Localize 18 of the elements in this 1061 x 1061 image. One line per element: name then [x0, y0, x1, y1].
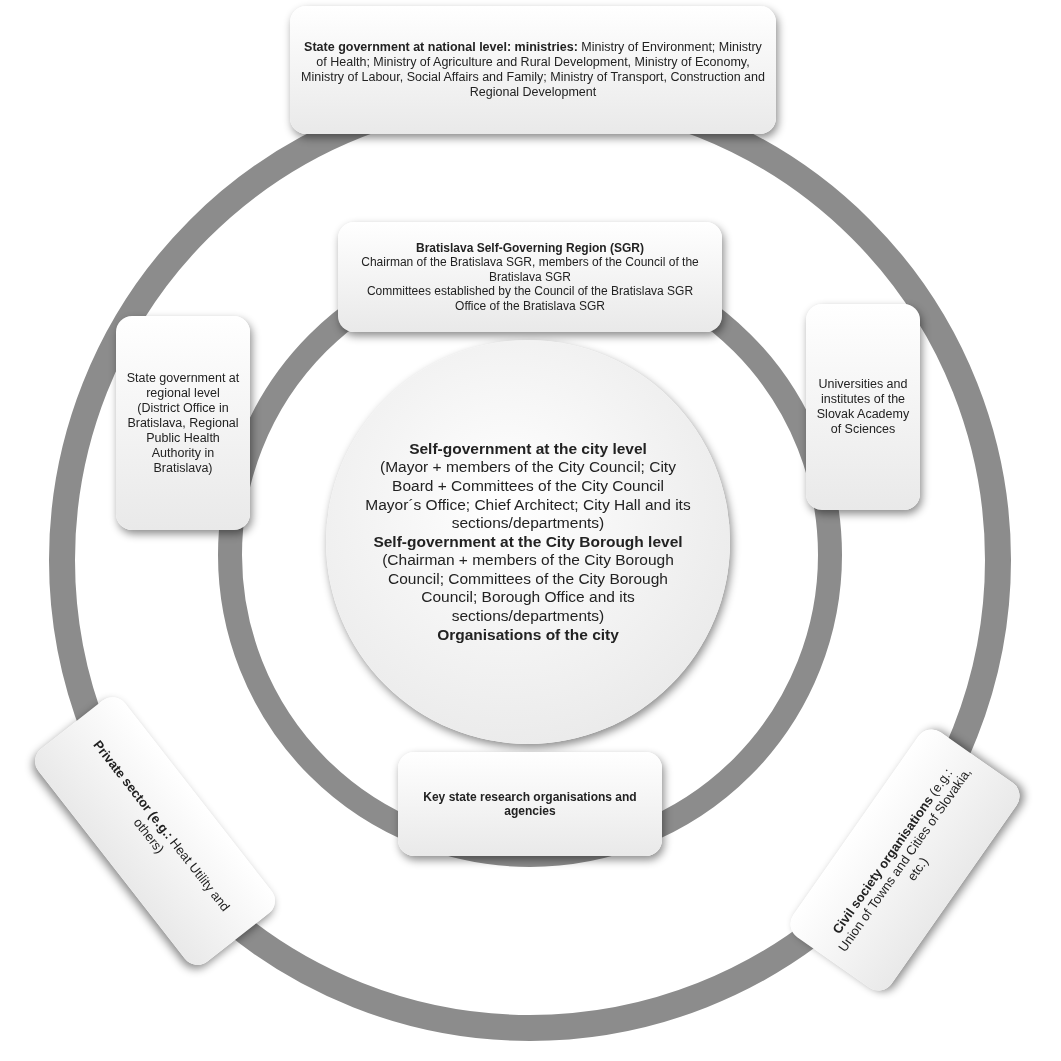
body-text: Mayor´s Office; Chief Architect; City Hall and its sections/departments): [364, 495, 692, 533]
region-box: [338, 222, 722, 332]
body-text: Self-government at the City Borough level (Chairman + members of the City Borough Council; Committees of the City Borough Council; Borough Office and its sections/departments): [372, 532, 684, 626]
body-text: (Mayor + members of the City Council; City Board + Committees of the City Council: [379, 458, 677, 496]
ministries-box: [290, 6, 776, 134]
heading-text: State government at regional level (District Office in Bratislava, Regional Public Health Authority in Bratislava): [125, 370, 241, 476]
body-text: Chairman of the Bratislava SGR, members of the Council of the Bratislava SGR: [360, 255, 700, 285]
body-text: Committees established by the Council of the Bratislava SGR: [366, 284, 694, 299]
body-text: Office of the Bratislava SGR: [455, 298, 605, 313]
heading-text: Self-government at the city level: [409, 439, 647, 459]
body-text: Organisations of the city: [437, 625, 619, 645]
regional-government-box: [116, 316, 250, 530]
heading-text: Bratislava Self-Governing Region (SGR): [415, 241, 644, 256]
research-organisations-box: [398, 752, 662, 856]
universities-box: [806, 304, 920, 510]
heading-text: Universities and institutes of the Slovak Academy of Sciences: [815, 377, 911, 437]
heading-text: State government at national level: ministries: Ministry of Environment; Ministry of Health; Ministry of Agriculture and Rural Development, Ministry of Economy, Ministry of Labour, Social Affairs and Family; Ministry of Transport, Construction and Regional Development: [300, 40, 766, 100]
heading-text: Key state research organisations and agencies: [422, 789, 638, 819]
